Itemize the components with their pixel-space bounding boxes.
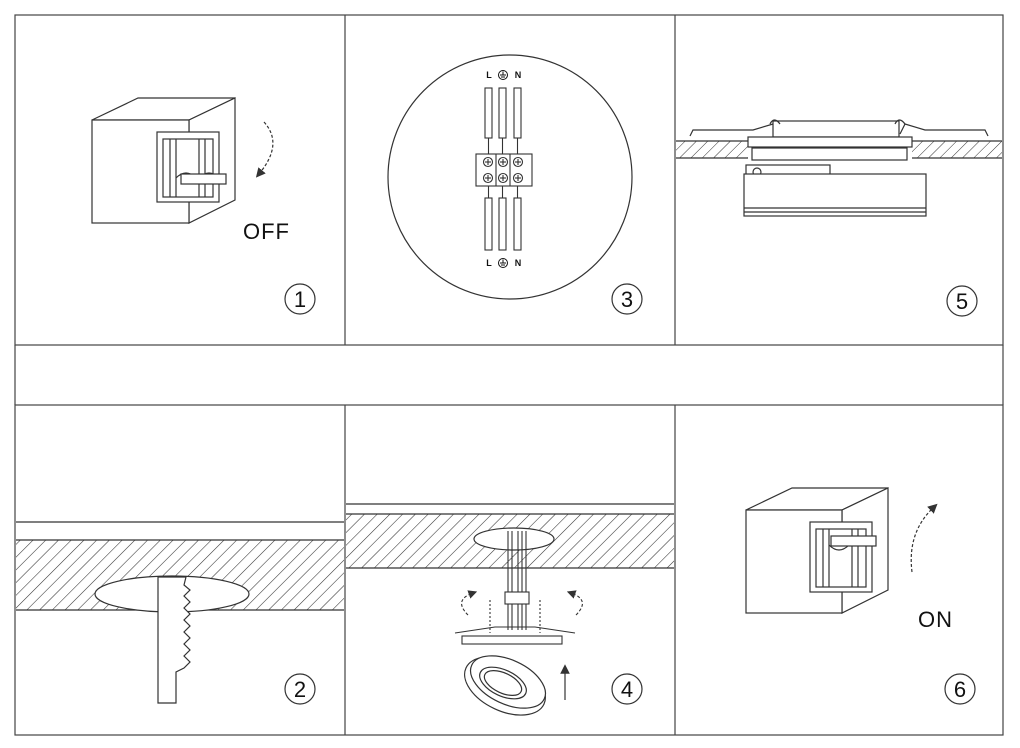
terminal-block-icon: [475, 153, 533, 187]
terminal-block-icon: [504, 591, 530, 605]
grid-frame: [14, 14, 1004, 736]
step-2-number: 2: [294, 677, 306, 702]
ground-symbol-bottom-icon: [498, 258, 508, 268]
downlight-fixture-icon: [743, 164, 927, 217]
step-1-number: 1: [294, 287, 306, 312]
ground-symbol-icon: [498, 70, 508, 80]
step-6-badge: 6: [944, 673, 976, 705]
wire-label-n-bottom: N: [515, 258, 522, 268]
wires: [507, 531, 527, 630]
ceiling-hole: [473, 527, 555, 551]
wire-label-l-bottom: L: [486, 258, 492, 268]
saw-blade-icon: [157, 576, 191, 704]
on-label: ON: [918, 607, 953, 632]
panel-4-connect: 4: [346, 503, 674, 716]
wiring-detail-circle: [387, 54, 633, 300]
step-3-badge: 3: [611, 283, 643, 315]
wire-label-l-top: L: [486, 70, 492, 80]
step-5-badge: 5: [946, 285, 978, 317]
fixture-spring-clips: [689, 119, 989, 161]
step-6-number: 6: [954, 677, 966, 702]
off-label: OFF: [243, 219, 290, 244]
rotate-down-arrow-icon: [255, 121, 274, 178]
spring-clip-arrows: [461, 590, 583, 633]
wires-bottom: [484, 186, 522, 251]
step-4-badge: 4: [611, 673, 643, 705]
step-4-number: 4: [621, 677, 633, 702]
step-3-number: 3: [621, 287, 633, 312]
panel-1-switch-off: OFF 1: [91, 97, 316, 315]
wall-switch-icon: [745, 487, 889, 614]
wall-switch-icon: [91, 97, 236, 224]
wires-top: [484, 87, 522, 156]
step-2-badge: 2: [284, 673, 316, 705]
downlight-fixture-icon: [464, 655, 547, 716]
step-1-badge: 1: [284, 283, 316, 315]
panel-6-switch-on: ON 6: [745, 487, 976, 705]
rotate-up-arrow-icon: [910, 503, 938, 573]
step-5-number: 5: [956, 289, 968, 314]
wire-labels-bottom: L N: [486, 258, 521, 268]
panel-5-insert-fixture: 5: [676, 119, 1002, 317]
wire-label-n-top: N: [515, 70, 522, 80]
panel-2-cut-hole: 2: [16, 521, 344, 705]
mounting-plate: [454, 626, 576, 645]
wire-labels-top: L N: [486, 70, 521, 80]
panel-3-wiring: L N: [387, 54, 643, 315]
